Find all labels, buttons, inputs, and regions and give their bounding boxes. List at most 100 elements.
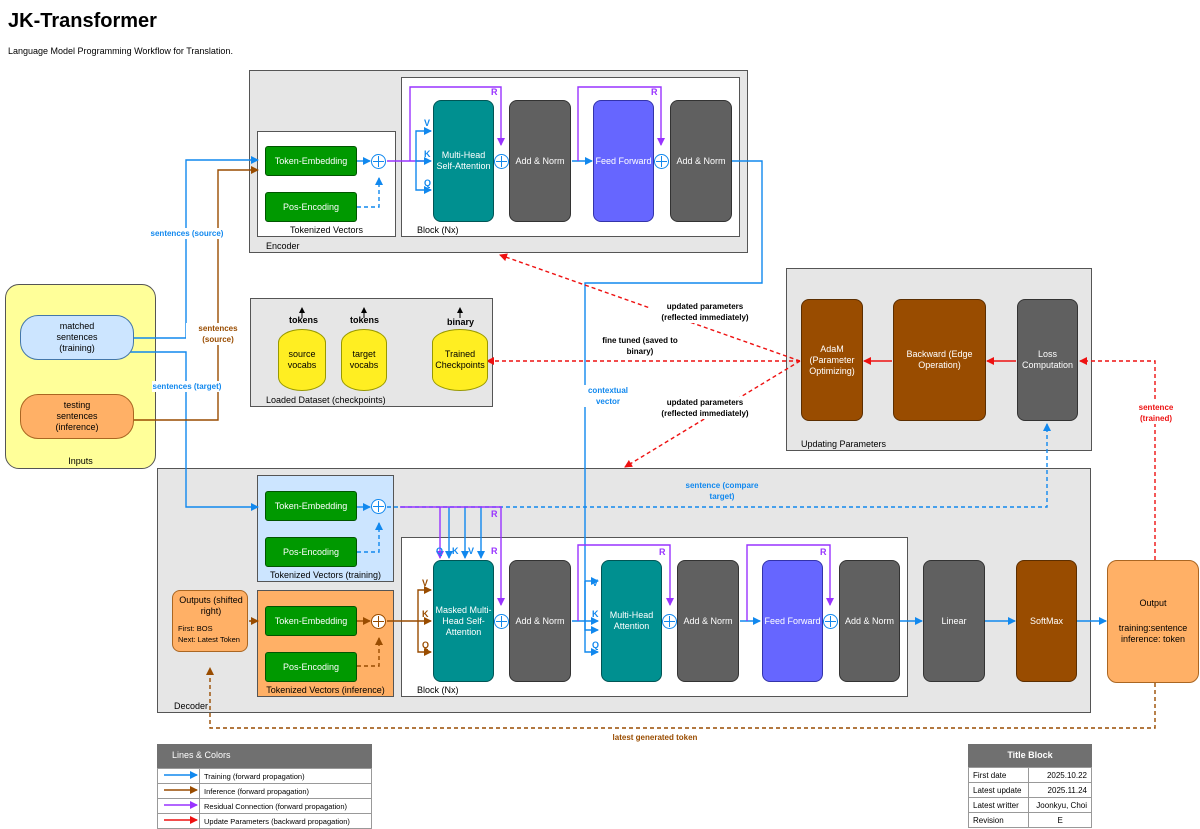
outputs-next: Next: Latest Token [178, 635, 240, 644]
decoder-training-token-embedding: Token-Embedding [265, 491, 357, 521]
masked-attention-label: Masked Multi-Head Self-Attention [435, 604, 492, 637]
legend-row-residual: Residual Connection (forward propagation… [199, 798, 372, 814]
dec-r-3: R [820, 547, 827, 557]
matched-sentences-label: matched sentences (training) [56, 321, 98, 353]
decoder-block-label: Block (Nx) [417, 685, 459, 695]
inputs-label: Inputs [68, 456, 93, 466]
encoder-residual-add-icon [494, 154, 509, 169]
encoder-add-icon [371, 154, 386, 169]
encoder-label: Encoder [266, 241, 300, 251]
legend-title: Lines & Colors [172, 750, 231, 760]
binary-label: binary [447, 317, 475, 327]
decoder-add-norm-3: Add & Norm [839, 560, 900, 682]
encoder-r-label-2: R [651, 87, 658, 97]
legend-header [157, 744, 372, 768]
dec-mha-k: K [592, 609, 599, 619]
decoder-residual-add-icon-3 [823, 614, 838, 629]
encoder-add-norm-1: Add & Norm [509, 100, 571, 222]
target-tokens-label: tokens [350, 315, 380, 325]
output-box: Output training:sentence inference: toke… [1107, 560, 1199, 683]
trained-checkpoints-cylinder: Trained Checkpoints [432, 329, 488, 391]
label-latest-token: latest generated token [612, 733, 698, 742]
tb-first-date-value: 2025.10.22 [1028, 767, 1092, 783]
decoder-tok-training-label: Tokenized Vectors (training) [269, 570, 382, 580]
label-updated-parameters-1: updated parameters (reflected immediatel… [650, 301, 760, 323]
encoder-tokenized-label: Tokenized Vectors [289, 225, 364, 235]
testing-sentences-label: testing sentences (inference) [55, 400, 99, 432]
outputs-shifted-right: Outputs (shifted right) First: BOS Next:… [172, 590, 248, 652]
dec-q-top: Q [436, 546, 444, 556]
source-vocabs-cylinder: source vocabs [278, 329, 326, 391]
trained-checkpoints-label: Trained Checkpoints [435, 349, 485, 370]
encoder-pos-encoding: Pos-Encoding [265, 192, 357, 222]
tb-first-date-label: First date [967, 767, 1030, 783]
legend-table: Training (forward propagation) Inference… [157, 768, 372, 829]
dec-k-top: K [452, 546, 459, 556]
legend-row-update: Update Parameters (backward propagation) [199, 813, 372, 829]
outputs-first: First: BOS [178, 624, 213, 633]
decoder-inference-add-icon [371, 614, 386, 629]
tb-latest-writer-label: Latest writter [967, 797, 1030, 813]
legend-row-inference: Inference (forward propagation) [199, 783, 372, 799]
output-detail: training:sentence inference: token [1118, 623, 1188, 644]
backward-label: Backward (Edge Operation) [906, 349, 973, 370]
backward-operation: Backward (Edge Operation) [893, 299, 986, 421]
dec-mha-q: Q [592, 640, 600, 650]
dec-r-top: R [491, 546, 498, 556]
label-sentences-source-2: sentences (source) [186, 323, 250, 345]
decoder-multi-head-attention: Multi-Head Attention [601, 560, 662, 682]
page-title: JK-Transformer [8, 10, 157, 32]
encoder-k-label: K [424, 149, 431, 159]
target-vocabs-cylinder: target vocabs [341, 329, 387, 391]
decoder-tok-inference-label: Tokenized Vectors (inference) [266, 685, 385, 695]
tb-latest-writer-value: Joonkyu, Choi [1028, 797, 1092, 813]
decoder-add-norm-2: Add & Norm [677, 560, 739, 682]
matched-sentences-cylinder: matched sentences (training) [20, 315, 134, 360]
decoder-training-pos-encoding: Pos-Encoding [265, 537, 357, 567]
label-sentences-target: sentences (target) [152, 381, 222, 392]
decoder-masked-attention: Masked Multi-Head Self-Attention [433, 560, 494, 682]
page-subtitle: Language Model Programming Workflow for … [8, 46, 233, 56]
decoder-feed-forward: Feed Forward [762, 560, 823, 682]
decoder-inference-pos-encoding: Pos-Encoding [265, 652, 357, 682]
encoder-add-norm-2: Add & Norm [670, 100, 732, 222]
title-block-title: Title Block [1007, 750, 1053, 760]
encoder-ff-add-icon [654, 154, 669, 169]
label-sentence-compare: sentence (compare target) [678, 480, 766, 502]
encoder-q-label: Q [424, 178, 432, 188]
mha-label: Multi-Head Attention [609, 610, 654, 631]
encoder-multi-head-self-attention: Multi-Head Self-Attention [433, 100, 494, 222]
dec-inf-k: K [422, 609, 429, 619]
decoder-residual-add-icon-1 [494, 614, 509, 629]
label-updated-parameters-2: updated parameters (reflected immediatel… [650, 397, 760, 419]
encoder-token-embedding: Token-Embedding [265, 146, 357, 176]
tb-latest-update-value: 2025.11.24 [1028, 782, 1092, 798]
outputs-title: Outputs (shifted right) [179, 595, 243, 616]
updating-label: Updating Parameters [801, 439, 887, 449]
label-fine-tuned: fine tuned (saved to binary) [600, 335, 680, 357]
legend-row-training: Training (forward propagation) [199, 768, 372, 784]
loss-computation: Loss Computation [1017, 299, 1078, 421]
softmax-layer: SoftMax [1016, 560, 1077, 682]
label-sentences-source: sentences (source) [150, 228, 224, 239]
decoder-label: Decoder [174, 701, 209, 711]
adam-optimizer: AdaM (Parameter Optimizing) [801, 299, 863, 421]
adam-label: AdaM (Parameter Optimizing) [809, 343, 855, 376]
encoder-feed-forward: Feed Forward [593, 100, 654, 222]
tb-latest-update-label: Latest update [967, 782, 1030, 798]
encoder-v-label: V [424, 118, 431, 128]
dec-inf-v: V [422, 578, 429, 588]
decoder-residual-add-icon-2 [662, 614, 677, 629]
title-block-header [968, 744, 1092, 768]
label-contextual-vector: contextual vector [583, 385, 633, 407]
encoder-block-label: Block (Nx) [417, 225, 459, 235]
decoder-inference-token-embedding: Token-Embedding [265, 606, 357, 636]
source-tokens-label: tokens [289, 315, 319, 325]
source-vocabs-label: source vocabs [287, 349, 317, 370]
tb-revision-label: Revision [967, 812, 1030, 828]
dataset-label: Loaded Dataset (checkpoints) [266, 395, 386, 405]
dec-r-upper: R [491, 509, 498, 519]
dec-inf-q: Q [422, 640, 430, 650]
linear-layer: Linear [923, 560, 985, 682]
